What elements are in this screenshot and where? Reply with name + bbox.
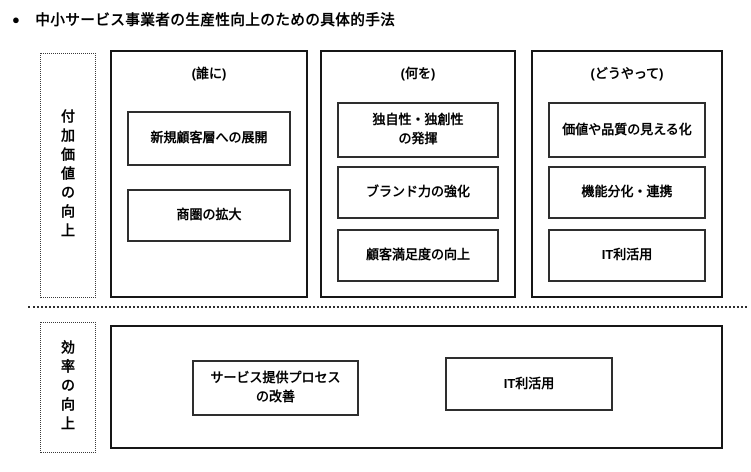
diagram-title-text: 中小サービス事業者の生産性向上のための具体的手法 (35, 13, 396, 29)
column-what: (何を) 独自性・独創性 の発揮 ブランド力の強化 顧客満足度の向上 (320, 50, 516, 298)
item-it-utilization-top: IT利活用 (548, 229, 706, 282)
column-what-header: (何を) (400, 66, 436, 81)
item-functional-differentiation: 機能分化・連携 (548, 166, 706, 219)
column-how-header: (どうやって) (590, 66, 664, 81)
bullet-icon: ● (12, 12, 21, 27)
item-uniqueness-originality: 独自性・独創性 の発揮 (337, 102, 499, 158)
efficiency-container: サービス提供プロセス の改善 IT利活用 (110, 325, 723, 449)
item-service-process-improvement: サービス提供プロセス の改善 (192, 360, 359, 416)
column-how: (どうやって) 価値や品質の見える化 機能分化・連携 IT利活用 (531, 50, 723, 298)
dotted-separator (28, 306, 747, 308)
item-trade-area-expansion: 商圏の拡大 (127, 189, 291, 242)
item-value-quality-visualization: 価値や品質の見える化 (548, 102, 706, 158)
side-label-added-value: 付加価値の向上 (40, 53, 96, 298)
item-brand-strengthening: ブランド力の強化 (337, 166, 499, 219)
side-label-efficiency: 効率の向上 (40, 322, 96, 453)
column-who-header: (誰に) (191, 66, 227, 81)
column-who: (誰に) 新規顧客層への展開 商圏の拡大 (110, 50, 308, 298)
diagram-title: ● 中小サービス事業者の生産性向上のための具体的手法 (12, 9, 395, 30)
item-new-customer-expansion: 新規顧客層への展開 (127, 111, 291, 166)
item-it-utilization-bottom: IT利活用 (445, 357, 613, 411)
item-customer-satisfaction: 顧客満足度の向上 (337, 229, 499, 282)
